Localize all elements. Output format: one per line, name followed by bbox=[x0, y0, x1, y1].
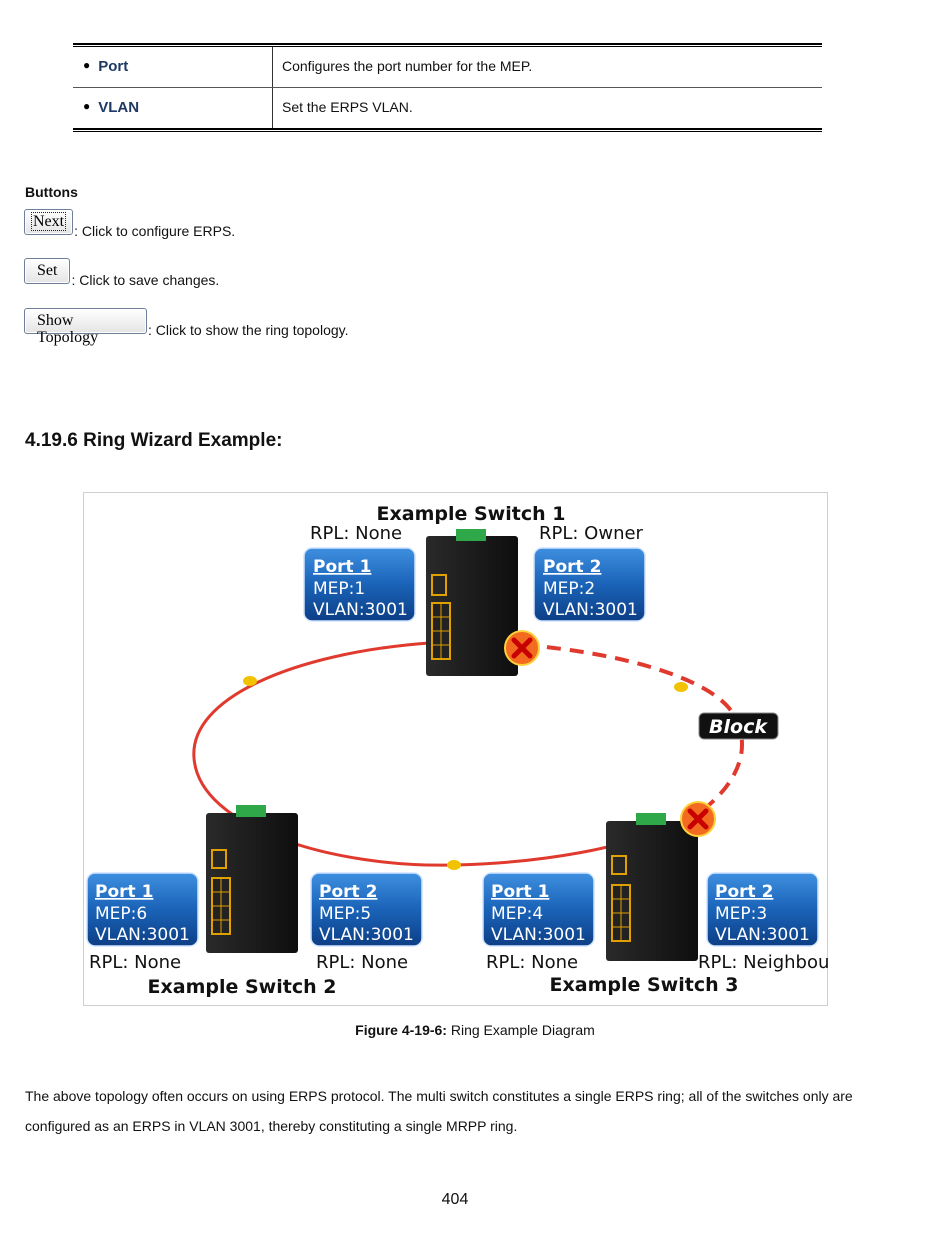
svg-text:MEP:5: MEP:5 bbox=[319, 904, 371, 924]
ring-tag-bottom bbox=[447, 860, 461, 870]
svg-text:Port 2: Port 2 bbox=[715, 882, 773, 902]
set-button[interactable]: Set bbox=[24, 258, 71, 284]
figure-caption: Figure 4-19-6: Ring Example Diagram bbox=[0, 1022, 950, 1038]
svg-text:VLAN:3001: VLAN:3001 bbox=[95, 925, 190, 945]
svg-text:Port 1: Port 1 bbox=[313, 557, 371, 577]
table-bottom-rule bbox=[73, 128, 822, 132]
caption-label: Figure 4-19-6: bbox=[355, 1022, 447, 1038]
param-description: Configures the port number for the MEP. bbox=[282, 58, 533, 74]
svg-text:VLAN:3001: VLAN:3001 bbox=[319, 925, 414, 945]
next-button-label: Next bbox=[30, 212, 67, 231]
button-row-next: Next : Click to configure ERPS. bbox=[24, 209, 235, 239]
show-topology-button-label: Show Topology bbox=[37, 312, 99, 346]
switch-1-port-2-box: Port 2 MEP:2 VLAN:3001 bbox=[533, 547, 646, 622]
switch-2-rpl-left: RPL: None bbox=[89, 952, 181, 973]
ring-diagram-figure: Block Example Switch 1 RPL: None RPL: Ow… bbox=[83, 492, 829, 1006]
ring-tag-right bbox=[674, 682, 688, 692]
svg-text:VLAN:3001: VLAN:3001 bbox=[491, 925, 586, 945]
button-row-show-topology: Show Topology : Click to show the ring t… bbox=[24, 308, 349, 346]
table-row: ● VLAN Set the ERPS VLAN. bbox=[73, 88, 822, 128]
block-x-icon bbox=[680, 801, 716, 837]
param-cell: ● Port bbox=[73, 47, 273, 87]
block-x-icon bbox=[504, 630, 540, 666]
next-button-description: : Click to configure ERPS. bbox=[74, 223, 236, 239]
svg-text:MEP:4: MEP:4 bbox=[491, 904, 543, 924]
svg-text:MEP:1: MEP:1 bbox=[313, 579, 365, 599]
svg-text:Port 2: Port 2 bbox=[319, 882, 377, 902]
switch-3-port-2-box: Port 2 MEP:3 VLAN:3001 bbox=[706, 872, 819, 947]
switch-3-name: Example Switch 3 bbox=[550, 974, 739, 996]
param-name: Port bbox=[98, 58, 129, 75]
next-button[interactable]: Next bbox=[24, 209, 74, 235]
switch-2-device bbox=[206, 805, 298, 953]
param-description: Set the ERPS VLAN. bbox=[282, 99, 413, 115]
svg-text:Port 1: Port 1 bbox=[95, 882, 153, 902]
switch-3-device bbox=[606, 813, 698, 961]
switch-3-rpl-right: RPL: Neighbour bbox=[698, 952, 829, 973]
section-title: 4.19.6 Ring Wizard Example: bbox=[25, 430, 283, 451]
button-row-set: Set : Click to save changes. bbox=[24, 258, 219, 288]
show-topology-button-description: : Click to show the ring topology. bbox=[148, 322, 349, 338]
switch-1-device bbox=[426, 529, 518, 676]
set-button-description: : Click to save changes. bbox=[71, 272, 220, 288]
page-number: 404 bbox=[441, 1191, 469, 1208]
table-top-rule bbox=[73, 43, 822, 47]
switch-2-name: Example Switch 2 bbox=[148, 976, 337, 998]
switch-1-rpl-left: RPL: None bbox=[310, 523, 402, 544]
caption-text: Ring Example Diagram bbox=[446, 1022, 595, 1038]
bullet-icon: ● bbox=[83, 58, 91, 72]
block-label: Block bbox=[698, 712, 779, 740]
switch-1-port-1-box: Port 1 MEP:1 VLAN:3001 bbox=[303, 547, 416, 622]
svg-text:Port 2: Port 2 bbox=[543, 557, 601, 577]
switch-2-port-1-box: Port 1 MEP:6 VLAN:3001 bbox=[86, 872, 199, 947]
parameter-table: ● Port Configures the port number for the… bbox=[73, 43, 822, 132]
set-button-label: Set bbox=[37, 262, 58, 279]
ring-tag-left bbox=[243, 676, 257, 686]
switch-1-rpl-right: RPL: Owner bbox=[539, 523, 644, 544]
svg-text:MEP:3: MEP:3 bbox=[715, 904, 767, 924]
svg-text:Port 1: Port 1 bbox=[491, 882, 549, 902]
show-topology-button[interactable]: Show Topology bbox=[24, 308, 147, 346]
switch-2-port-2-box: Port 2 MEP:5 VLAN:3001 bbox=[310, 872, 423, 947]
switch-3-rpl-left: RPL: None bbox=[486, 952, 578, 973]
svg-text:Block: Block bbox=[709, 716, 768, 738]
ring-diagram: Block Example Switch 1 RPL: None RPL: Ow… bbox=[86, 503, 829, 998]
switch-3-port-1-box: Port 1 MEP:4 VLAN:3001 bbox=[482, 872, 595, 947]
switch-2-rpl-right: RPL: None bbox=[316, 952, 408, 973]
ring-link-blocked bbox=[523, 643, 744, 815]
svg-text:MEP:6: MEP:6 bbox=[95, 904, 147, 924]
buttons-heading: Buttons bbox=[25, 184, 78, 200]
switch-1-name: Example Switch 1 bbox=[377, 503, 566, 525]
svg-text:MEP:2: MEP:2 bbox=[543, 579, 595, 599]
bullet-icon: ● bbox=[83, 99, 91, 113]
svg-text:VLAN:3001: VLAN:3001 bbox=[715, 925, 810, 945]
param-cell: ● VLAN bbox=[73, 88, 273, 128]
svg-text:VLAN:3001: VLAN:3001 bbox=[313, 600, 408, 620]
table-row: ● Port Configures the port number for the… bbox=[73, 47, 822, 88]
svg-text:VLAN:3001: VLAN:3001 bbox=[543, 600, 638, 620]
param-name: VLAN bbox=[98, 99, 140, 116]
body-paragraph: The above topology often occurs on using… bbox=[25, 1088, 853, 1134]
